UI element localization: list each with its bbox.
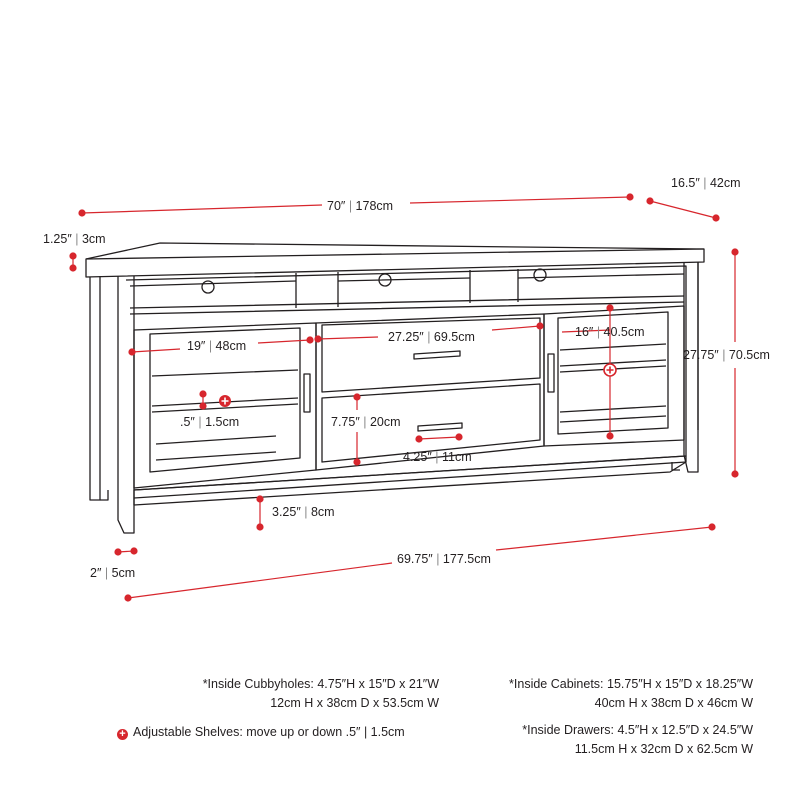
plus-circle-icon [219,395,231,407]
label-drawer-height: 7.75″ | 20cm [331,415,401,429]
dimension-endpoint-dot [626,193,634,201]
left-cabinet-width-line-right [257,339,311,344]
cubby-shelf-line [129,295,685,315]
dimension-endpoint-dot [78,209,86,217]
dimension-endpoint-dot [606,432,614,440]
label-depth: 16.5″ | 42cm [671,176,741,190]
depth-line [649,200,717,219]
lower-drawer [321,383,541,463]
label-handle-width: 4.25″ | 11cm [403,450,472,464]
base-width-line-left [127,562,393,599]
cubby-divider-1 [295,272,339,308]
label-base-width: 69.75″ | 177.5cm [397,552,491,566]
dimension-endpoint-dot [536,322,544,330]
left-cabinet-width-line-left [131,348,181,353]
dimension-endpoint-dot [69,264,77,272]
rear-leg-left [100,490,109,501]
dimension-endpoint-dot [646,197,654,205]
right-door-handle [547,353,555,393]
dimension-endpoint-dot [124,594,132,602]
apron [133,461,687,506]
dimension-endpoint-dot [708,523,716,531]
cubbyholes-note: *Inside Cubbyholes: 4.75″H x 15″D x 21″W… [203,675,439,713]
left-door-glass [149,327,301,473]
cubby-divider-2 [469,269,519,303]
dimension-endpoint-dot [314,335,322,343]
cubbyholes-note-line1: *Inside Cubbyholes: 4.75″H x 15″D x 21″W [202,677,439,691]
dimension-endpoint-dot [256,495,264,503]
label-height: 27.75″ | 70.5cm [683,348,770,362]
upper-drawer-handle [413,350,461,360]
cabinets-note-line2: 40cm H x 38cm D x 46cm W [594,696,753,710]
dimension-endpoint-dot [256,523,264,531]
top-width-line-right [409,196,631,204]
plus-circle-icon [603,363,617,377]
dimension-endpoint-dot [455,433,463,441]
right-shelf-bottom [559,405,667,423]
dimension-endpoint-dot [712,214,720,222]
dimension-endpoint-dot [606,304,614,312]
drawers-note: *Inside Drawers: 4.5″H x 12.5″D x 24.5″W… [522,721,753,759]
cabinets-note-line1: *Inside Cabinets: 15.75″H x 15″D x 18.25… [509,677,753,691]
dimension-endpoint-dot [128,348,136,356]
dimension-endpoint-dot [353,393,361,401]
left-shelf-2 [155,435,277,461]
top-slab [85,242,705,278]
cable-hole-icon [378,273,392,287]
dimension-endpoint-dot [731,248,739,256]
label-leg-width: 2″ | 5cm [90,566,135,580]
label-top-width: 70″ | 178cm [327,199,393,213]
top-width-line-left [81,204,323,214]
top-slab-back-edge [85,248,705,260]
adjustable-shelves-note: + Adjustable Shelves: move up or down .5″… [117,723,405,742]
dimension-endpoint-dot [306,336,314,344]
dimension-endpoint-dot [199,390,207,398]
dimension-endpoint-dot [415,435,423,443]
cable-hole-icon [533,268,547,282]
dimension-endpoint-dot [114,548,122,556]
right-cabinet-width-line [561,329,611,333]
dimension-lines [69,193,739,602]
label-right-cabinet-width: 16″ | 40.5cm [575,325,645,339]
dimension-endpoint-dot [199,402,207,410]
cable-hole-icon [201,280,215,294]
right-door-glass [557,311,669,435]
handle-width-line [418,436,460,440]
adjustable-shelves-text: Adjustable Shelves: move up or down .5″ … [133,725,405,739]
dimension-endpoint-dot [731,470,739,478]
cabinets-note: *Inside Cabinets: 15.75″H x 15″D x 18.25… [509,675,753,713]
dimension-endpoint-dot [130,547,138,555]
plus-circle-icon: + [117,729,128,740]
drawers-note-line2: 11.5cm H x 32cm D x 62.5cm W [574,742,753,756]
label-left-cabinet-width: 19″ | 48cm [187,339,246,353]
label-shelf-adjust: .5″ | 1.5cm [180,415,239,429]
drawers-note-line1: *Inside Drawers: 4.5″H x 12.5″D x 24.5″W [522,723,753,737]
dimension-endpoint-dot [353,458,361,466]
left-door-handle [303,373,311,413]
lower-drawer-handle [417,422,463,432]
left-side-panel [89,276,101,501]
upper-drawer [321,317,541,393]
drawer-width-line-right [491,325,541,331]
rear-leg-right [671,462,680,471]
dimension-endpoint-dot [69,252,77,260]
label-drawer-width: 27.25″ | 69.5cm [388,330,475,344]
label-clearance: 3.25″ | 8cm [272,505,335,519]
cubbyholes-note-line2: 12cm H x 38cm D x 53.5cm W [270,696,439,710]
right-door-frame [543,305,685,447]
tv-stand-drawing [85,242,705,534]
base-width-line-right [495,526,713,551]
label-top-thickness: 1.25″ | 3cm [43,232,106,246]
drawer-width-line-left [317,336,379,340]
